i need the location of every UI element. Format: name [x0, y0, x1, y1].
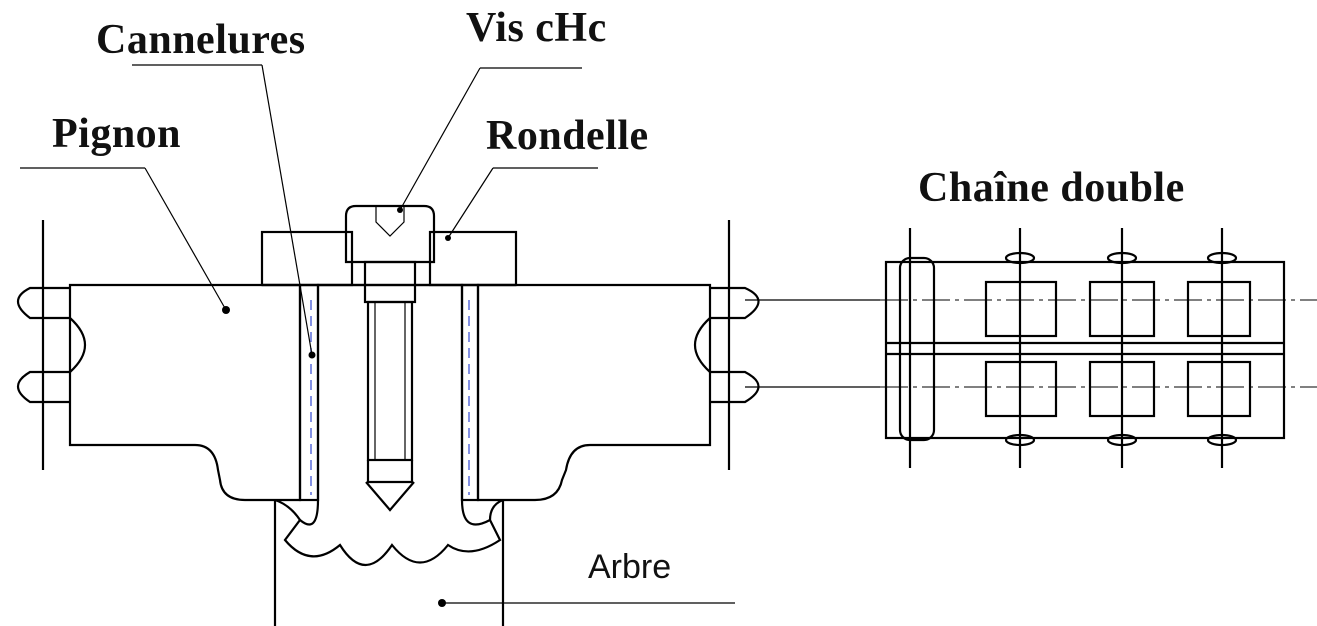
rondelle-label: Rondelle [486, 113, 649, 159]
vis-chc-screw [344, 204, 436, 512]
chaine-double [880, 228, 1317, 468]
axis-lines [41, 220, 880, 470]
pignon-label: Pignon [52, 111, 182, 157]
vis-chc-label: Vis cHc [466, 5, 607, 51]
chaine-double-label: Chaîne double [918, 165, 1185, 211]
arbre-shaft [273, 283, 505, 626]
leader-lines [20, 64, 735, 607]
pignon-right-half [476, 283, 760, 502]
cannelures-label: Cannelures [96, 17, 306, 63]
arbre-label: Arbre [588, 548, 672, 586]
pignon-left-half [16, 283, 302, 502]
cannelures-grooves [298, 283, 480, 502]
rondelle-washer [260, 230, 518, 287]
